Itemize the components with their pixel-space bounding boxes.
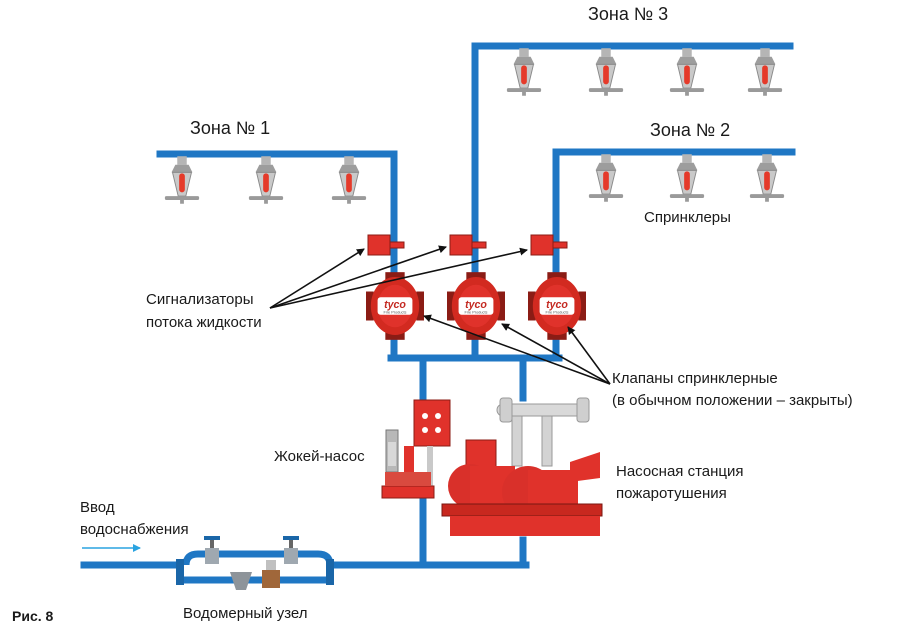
sprinkler-icon <box>164 156 200 204</box>
sprinkler-icon <box>588 154 624 202</box>
jockey-pump-label: Жокей-насос <box>274 448 365 465</box>
zone-3-pipe <box>471 42 794 362</box>
flow-alarms <box>367 234 568 256</box>
zone-3-label: Зона № 3 <box>588 4 669 24</box>
pump-station-label-line1: Насосная станция <box>616 463 744 480</box>
flow-alarm-icon <box>367 234 391 256</box>
valves-label-line1: Клапаны спринклерные <box>612 370 778 387</box>
sprinkler-icon <box>669 48 705 96</box>
sprinklers-zone-2 <box>588 154 785 202</box>
jockey-pump-icon <box>381 399 451 499</box>
sprinkler-icon <box>749 154 785 202</box>
sprinklers-label: Спринклеры <box>644 209 731 226</box>
water-inlet-label-line2: водоснабжения <box>80 521 189 538</box>
meter-unit-label: Водомерный узел <box>183 605 308 622</box>
sprinkler-valves <box>366 272 586 340</box>
flow-alarm-icon <box>449 234 473 256</box>
sprinkler-icon <box>669 154 705 202</box>
pump-station-icon <box>441 397 603 536</box>
valves-label-line2: (в обычном положении – закрыты) <box>612 392 853 409</box>
zone-2-pipe <box>552 148 796 362</box>
supply-main-pipe <box>80 561 530 584</box>
zone-2-label: Зона № 2 <box>650 120 731 140</box>
callout-arrows <box>269 245 611 385</box>
pump-station-label-line2: пожаротушения <box>616 485 727 502</box>
sprinkler-icon <box>248 156 284 204</box>
sprinkler-icon <box>331 156 367 204</box>
flow-alarm-icon <box>530 234 554 256</box>
flow-alarms-label-line1: Сигнализаторы <box>146 291 254 308</box>
tyco-valve-icon <box>447 272 505 340</box>
water-inlet-label-line1: Ввод <box>80 499 115 516</box>
sprinklers-zone-1 <box>164 156 367 204</box>
sprinkler-icon <box>747 48 783 96</box>
tyco-valve-icon <box>366 272 424 340</box>
zone-1-label: Зона № 1 <box>190 118 271 138</box>
sprinklers-zone-3 <box>506 48 783 96</box>
sprinkler-icon <box>588 48 624 96</box>
sprinkler-icon <box>506 48 542 96</box>
figure-caption: Рис. 8 <box>12 608 54 624</box>
water-meter-unit-icon <box>176 536 334 590</box>
flow-alarms-label-line2: потока жидкости <box>146 314 262 331</box>
tyco-valve-icon <box>528 272 586 340</box>
